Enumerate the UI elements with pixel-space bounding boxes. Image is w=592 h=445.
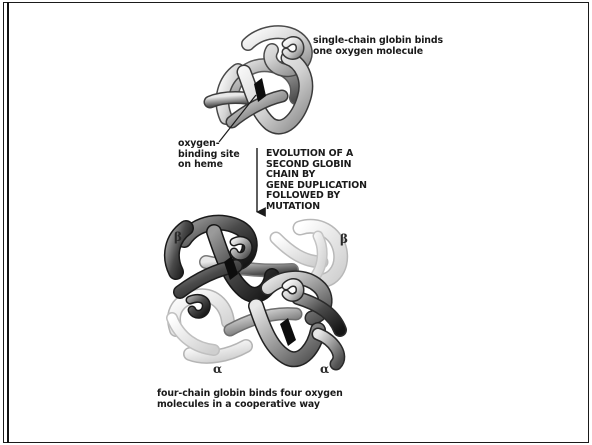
four-chain-globin bbox=[172, 223, 341, 364]
beta-right-label: β bbox=[340, 232, 348, 246]
four-chain-label: four-chain globin binds four oxygen mole… bbox=[157, 389, 343, 410]
alpha-left-label: α bbox=[213, 362, 222, 376]
single-chain-globin bbox=[210, 32, 306, 127]
alpha-subunit-right bbox=[256, 278, 340, 364]
alpha-right-label: α bbox=[320, 362, 329, 376]
beta-left-label: β bbox=[174, 230, 182, 244]
binding-site-label: oxygen- binding site on heme bbox=[178, 139, 240, 171]
evolution-label: EVOLUTION OF A SECOND GLOBIN CHAIN BY GE… bbox=[266, 149, 367, 213]
single-chain-label: single-chain globin binds one oxygen mol… bbox=[313, 36, 443, 57]
heme-icon bbox=[280, 318, 296, 346]
